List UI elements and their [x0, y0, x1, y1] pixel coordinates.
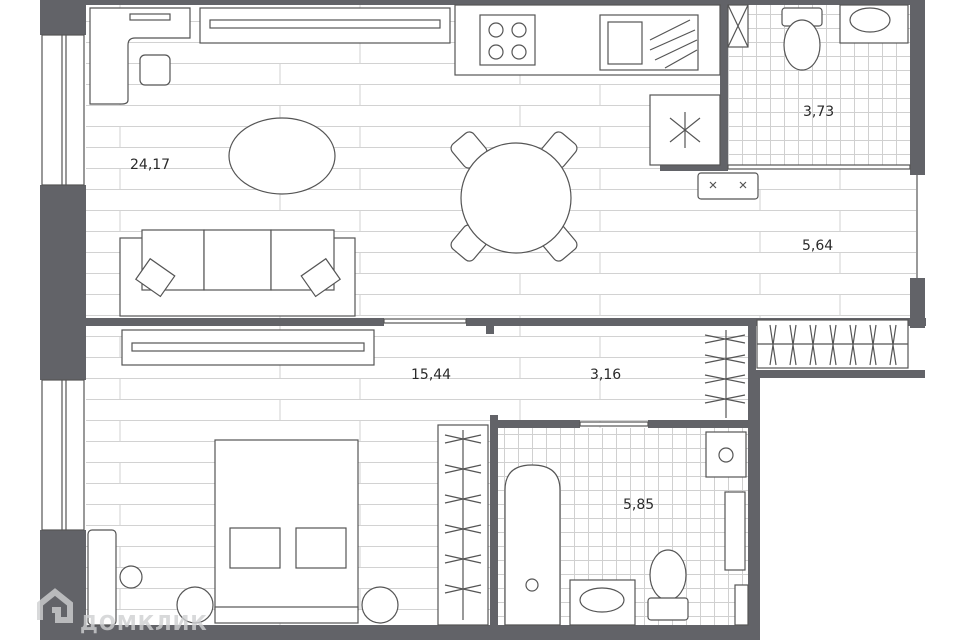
entry-bench	[697, 172, 759, 200]
doors	[383, 4, 911, 626]
corridor-hangers	[704, 330, 746, 418]
kitchen	[454, 4, 721, 166]
dining-table	[450, 131, 578, 262]
wardrobe-bedroom	[437, 424, 489, 626]
ottoman	[119, 565, 143, 589]
wardrobe-hall	[756, 319, 909, 369]
area-label-living: 24,17	[130, 157, 170, 173]
bed	[176, 439, 399, 624]
area-label-hallway: 5,64	[802, 238, 833, 254]
tv-unit-living	[199, 7, 451, 44]
watermark-logo: ДОМКЛИК	[37, 588, 208, 635]
area-label-bedroom: 15,44	[411, 367, 451, 383]
desk	[89, 7, 191, 105]
watermark-text: ДОМКЛИК	[80, 611, 208, 635]
sofa	[119, 229, 356, 317]
rug	[228, 117, 336, 195]
area-label-bathroom: 5,85	[623, 497, 654, 513]
toilet-fixtures	[781, 4, 909, 71]
area-label-corridor: 3,16	[590, 367, 621, 383]
tv-unit-bedroom	[121, 329, 375, 366]
windows	[41, 34, 918, 531]
dresser	[87, 529, 117, 626]
area-label-toilet: 3,73	[803, 104, 834, 120]
bathroom-fixtures	[504, 431, 747, 626]
